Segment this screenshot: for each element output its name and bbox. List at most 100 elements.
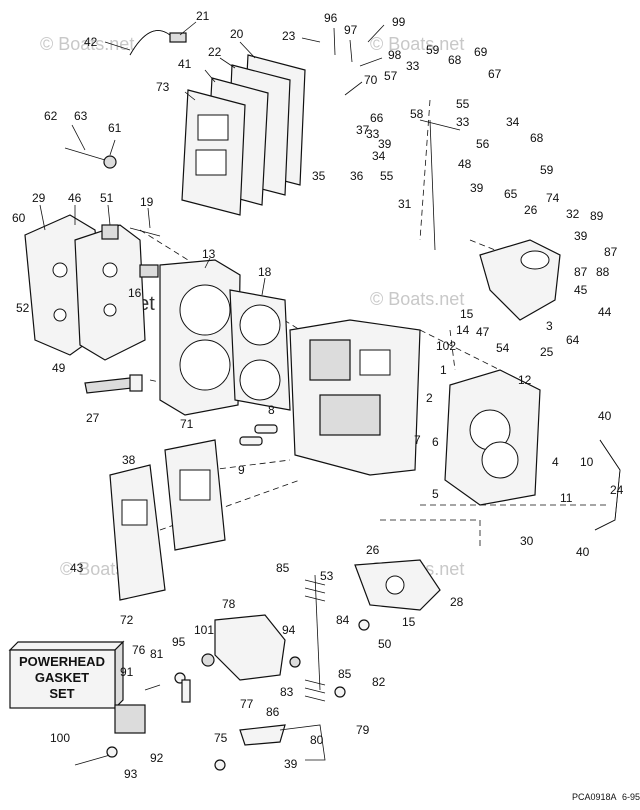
callout-47: 47 [476, 325, 490, 339]
callout-25: 25 [540, 345, 554, 359]
callout-75: 75 [214, 731, 228, 745]
callout-80: 80 [310, 733, 324, 747]
callout-81: 81 [150, 647, 164, 661]
callout-28: 28 [450, 595, 464, 609]
figure-code-label: PCA0918A [572, 792, 617, 802]
callout-44: 44 [598, 305, 612, 319]
callout-50: 50 [378, 637, 392, 651]
callout-59: 59 [426, 43, 440, 57]
callout-6: 6 [432, 435, 439, 449]
left-cover-assembly [24, 214, 146, 361]
callout-29: 29 [32, 191, 46, 205]
spark-plug [84, 374, 143, 394]
watermark-top-right: © Boats.net [370, 34, 464, 54]
callout-27: 27 [86, 411, 100, 425]
cylinder-block [289, 319, 421, 476]
callout-48: 48 [458, 157, 472, 171]
lower-small-parts [74, 619, 370, 771]
callout-56: 56 [476, 137, 490, 151]
gasket-kit-front [9, 649, 116, 709]
callout-4: 4 [552, 455, 559, 469]
callout-95: 95 [172, 635, 186, 649]
callout-64: 64 [566, 333, 580, 347]
callout-100: 100 [50, 731, 70, 745]
callout-32: 32 [566, 207, 580, 221]
gasket-kit-box: POWERHEAD GASKET SET [8, 640, 125, 710]
callout-11: 11 [560, 491, 573, 505]
callout-58: 58 [410, 107, 424, 121]
callout-94: 94 [282, 623, 296, 637]
callout-99: 99 [392, 15, 406, 29]
watermark-mid-right: © Boats.net [370, 289, 464, 309]
callout-13: 13 [202, 247, 216, 261]
callout-26: 26 [524, 203, 538, 217]
callout-69: 69 [474, 45, 488, 59]
callout-62: 62 [44, 109, 58, 123]
water-hose [594, 439, 621, 531]
callout-39d: 39 [284, 757, 298, 771]
exhaust-cover-stack [181, 54, 306, 216]
callout-30: 30 [520, 534, 534, 548]
callout-68b: 68 [530, 131, 544, 145]
callout-46: 46 [68, 191, 82, 205]
callout-70: 70 [364, 73, 378, 87]
steering-bracket [479, 239, 561, 321]
callout-83: 83 [280, 685, 294, 699]
mount-bracket [214, 614, 286, 681]
callout-33b: 33 [456, 115, 470, 129]
callout-38: 38 [122, 453, 136, 467]
callout-33c: 33 [366, 127, 380, 141]
callout-54: 54 [496, 341, 510, 355]
callout-85b: 85 [338, 667, 352, 681]
callout-23: 23 [282, 29, 296, 43]
spring-rod [304, 574, 326, 702]
callout-7: 7 [414, 433, 421, 447]
dowel-pins [239, 424, 278, 446]
callout-55b: 55 [380, 169, 394, 183]
callout-98: 98 [388, 48, 402, 62]
kit-label-line1: POWERHEAD [19, 654, 105, 669]
callout-43: 43 [70, 561, 84, 575]
callout-87: 87 [604, 245, 618, 259]
callout-2: 2 [426, 391, 433, 405]
callout-102: 102 [436, 339, 456, 353]
callout-84: 84 [336, 613, 350, 627]
callout-19: 19 [140, 195, 154, 209]
callout-34b: 34 [506, 115, 520, 129]
callout-10: 10 [580, 455, 594, 469]
figure-code: PCA0918A 6-95 [572, 792, 640, 802]
callout-20: 20 [230, 27, 244, 41]
callout-87b: 87 [574, 265, 588, 279]
callout-71: 71 [180, 417, 194, 431]
callout-15: 15 [460, 307, 474, 321]
callout-97: 97 [344, 23, 358, 37]
callout-14: 14 [456, 323, 470, 337]
kit-label-line2: GASKET [35, 670, 89, 685]
callout-88: 88 [596, 265, 610, 279]
callout-76: 76 [132, 643, 146, 657]
callout-57: 57 [384, 69, 398, 83]
callout-34: 34 [372, 149, 386, 163]
callout-40: 40 [598, 409, 612, 423]
callout-8: 8 [268, 403, 275, 417]
callout-53: 53 [320, 569, 334, 583]
sender-wire [64, 147, 117, 169]
callout-60: 60 [12, 211, 26, 225]
callout-45: 45 [574, 283, 588, 297]
callout-21: 21 [196, 9, 210, 23]
callout-73: 73 [156, 80, 170, 94]
callout-66: 66 [370, 111, 384, 125]
callout-1: 1 [440, 363, 447, 377]
hose-and-sensor [129, 30, 187, 56]
callout-82: 82 [372, 675, 386, 689]
kit-label-line3: SET [49, 686, 74, 701]
callout-numbers: 21 42 20 22 41 73 23 96 97 99 98 70 33 5… [12, 9, 624, 781]
head-gasket [229, 289, 291, 411]
callout-37: 37 [356, 123, 370, 137]
callout-89: 89 [590, 209, 604, 223]
callout-42: 42 [84, 35, 98, 49]
callout-93: 93 [124, 767, 138, 781]
callout-63: 63 [74, 109, 88, 123]
callout-67: 67 [488, 67, 502, 81]
